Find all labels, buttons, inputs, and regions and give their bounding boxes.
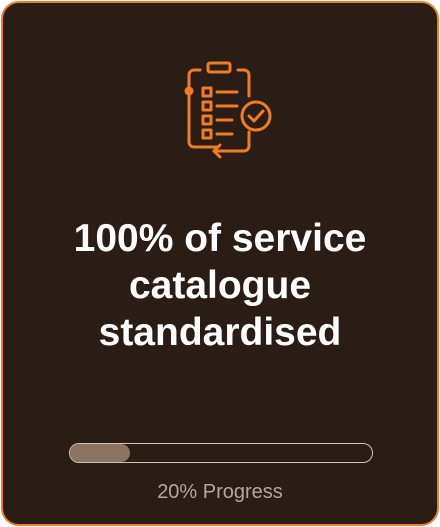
checklist-clipboard-icon [184,60,278,160]
headline: 100% of service catalogue standardised [3,215,437,356]
headline-line: 100% of service [73,217,367,260]
progress-bar [69,443,373,463]
headline-line: catalogue [128,264,312,307]
headline-line: standardised [98,311,342,354]
progress-label: 20% Progress [157,481,283,503]
progress-bar-fill [70,444,131,462]
